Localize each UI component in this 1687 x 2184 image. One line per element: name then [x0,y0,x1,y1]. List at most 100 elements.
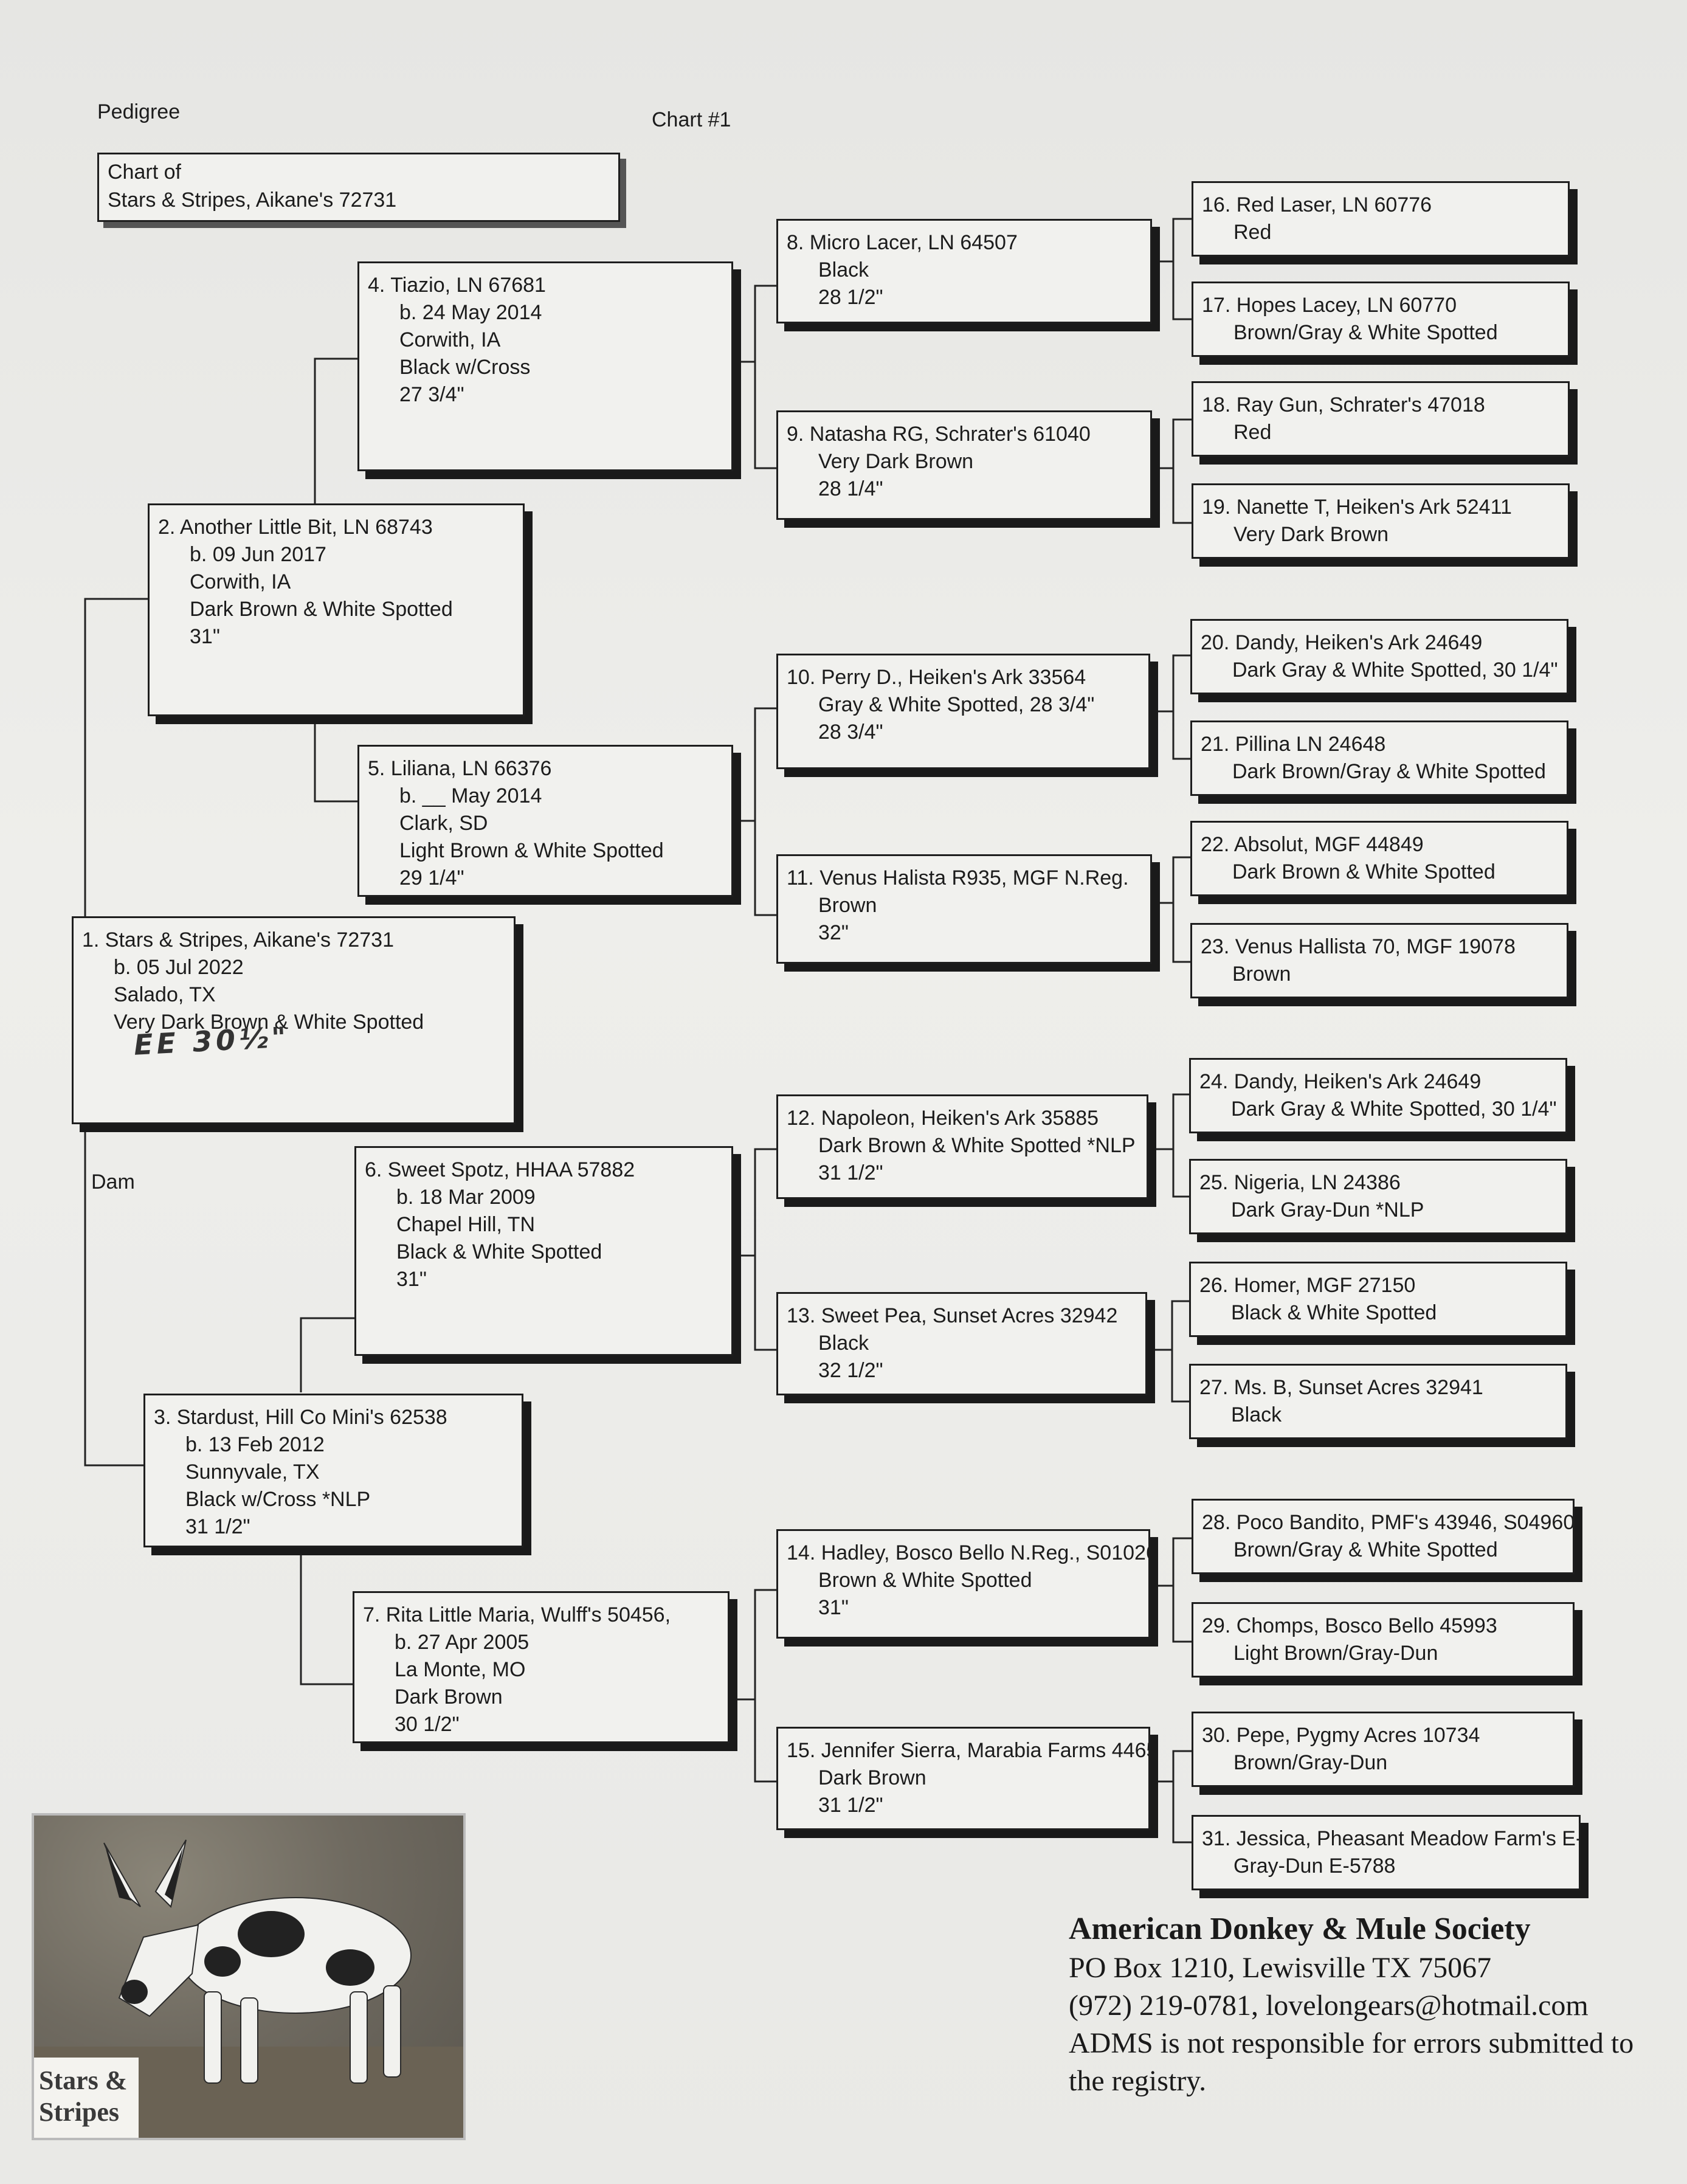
box-29-name: 29. Chomps, Bosco Bello 45993 [1202,1614,1497,1637]
box-3-place: Sunnyvale, TX [185,1460,320,1484]
box-14-color: Brown & White Spotted [818,1569,1032,1592]
box-6-place: Chapel Hill, TN [396,1213,536,1236]
box-8-name: 8. Micro Lacer, LN 64507 [787,231,1018,254]
photo-caption-line-2: Stripes [39,2097,119,2127]
box-13-name: 13. Sweet Pea, Sunset Acres 32942 [787,1304,1118,1327]
box-13: 13. Sweet Pea, Sunset Acres 32942 Black … [776,1292,1147,1395]
box-7-color: Dark Brown [395,1685,503,1709]
box-3-name: 3. Stardust, Hill Co Mini's 62538 [154,1406,447,1429]
box-12: 12. Napoleon, Heiken's Ark 35885 Dark Br… [776,1094,1148,1199]
box-4-name: 4. Tiazio, LN 67681 [368,274,546,297]
box-16: 16. Red Laser, LN 60776 Red [1192,181,1570,257]
society-address: PO Box 1210, Lewisville TX 75067 [1069,1952,1492,1984]
box-31-color: Gray-Dun E-5788 [1233,1854,1396,1878]
box-7-name: 7. Rita Little Maria, Wulff's 50456, [363,1603,671,1626]
chart-of-box: Chart of Stars & Stripes, Aikane's 72731 [97,153,620,222]
box-28: 28. Poco Bandito, PMF's 43946, S049606 B… [1192,1499,1575,1574]
society-disclaimer-2: the registry. [1069,2065,1207,2097]
box-17-name: 17. Hopes Lacey, LN 60770 [1202,294,1457,317]
box-8-height: 28 1/2" [818,286,883,309]
box-14-name: 14. Hadley, Bosco Bello N.Reg., S010263 [787,1541,1150,1564]
society-block: American Donkey & Mule Society PO Box 12… [1069,1909,1634,2100]
box-29-color: Light Brown/Gray-Dun [1233,1642,1438,1665]
box-20-name: 20. Dandy, Heiken's Ark 24649 [1201,631,1483,654]
society-name: American Donkey & Mule Society [1069,1912,1531,1946]
photo-caption-line-1: Stars & [39,2065,128,2095]
box-15-name: 15. Jennifer Sierra, Marabia Farms 44655 [787,1739,1150,1762]
box-15-height: 31 1/2" [818,1794,883,1817]
box-1-name: 1. Stars & Stripes, Aikane's 72731 [82,928,395,952]
box-10-height: 28 3/4" [818,721,883,744]
box-5-name: 5. Liliana, LN 66376 [368,757,552,780]
box-21: 21. Pillina LN 24648 Dark Brown/Gray & W… [1190,721,1568,796]
box-9-height: 28 1/4" [818,477,883,500]
box-27-name: 27. Ms. B, Sunset Acres 32941 [1199,1376,1483,1399]
box-26: 26. Homer, MGF 27150 Black & White Spott… [1189,1262,1567,1337]
box-18: 18. Ray Gun, Schrater's 47018 Red [1192,381,1570,457]
box-28-color: Brown/Gray & White Spotted [1233,1538,1498,1561]
box-14-height: 31" [818,1596,849,1619]
box-23-color: Brown [1232,962,1291,986]
box-2-birth: b. 09 Jun 2017 [190,543,326,566]
box-11: 11. Venus Halista R935, MGF N.Reg. Brown… [776,854,1152,964]
box-4-color: Black w/Cross [399,356,531,379]
box-27: 27. Ms. B, Sunset Acres 32941 Black [1189,1364,1567,1439]
box-31-name: 31. Jessica, Pheasant Meadow Farm's E- [1202,1827,1581,1850]
box-14: 14. Hadley, Bosco Bello N.Reg., S010263 … [776,1529,1150,1639]
box-7-place: La Monte, MO [395,1658,526,1681]
box-12-height: 31 1/2" [818,1161,883,1184]
box-7: 7. Rita Little Maria, Wulff's 50456, b. … [353,1591,730,1743]
box-24-name: 24. Dandy, Heiken's Ark 24649 [1199,1070,1482,1093]
box-6-color: Black & White Spotted [396,1240,602,1263]
box-1-subject: 1. Stars & Stripes, Aikane's 72731 b. 05… [72,916,516,1124]
box-4-height: 27 3/4" [399,383,464,406]
box-4: 4. Tiazio, LN 67681 b. 24 May 2014 Corwi… [357,261,733,471]
box-22-color: Dark Brown & White Spotted [1232,860,1496,883]
box-18-color: Red [1233,421,1272,444]
box-30: 30. Pepe, Pygmy Acres 10734 Brown/Gray-D… [1192,1712,1575,1787]
box-3-birth: b. 13 Feb 2012 [185,1433,325,1456]
box-20: 20. Dandy, Heiken's Ark 24649 Dark Gray … [1190,619,1568,694]
box-24: 24. Dandy, Heiken's Ark 24649 Dark Gray … [1189,1058,1567,1133]
box-19: 19. Nanette T, Heiken's Ark 52411 Very D… [1192,483,1570,559]
box-25: 25. Nigeria, LN 24386 Dark Gray-Dun *NLP [1189,1159,1567,1234]
box-5-height: 29 1/4" [399,866,464,890]
box-16-color: Red [1233,221,1272,244]
box-3-height: 31 1/2" [185,1515,250,1538]
header-pedigree: Pedigree [97,100,181,123]
photo-caption: Stars & Stripes [34,2058,139,2138]
box-8-color: Black [818,258,869,282]
box-17: 17. Hopes Lacey, LN 60770 Brown/Gray & W… [1192,282,1570,357]
box-10-name: 10. Perry D., Heiken's Ark 33564 [787,666,1086,689]
box-3-dam: 3. Stardust, Hill Co Mini's 62538 b. 13 … [143,1394,523,1547]
box-6-height: 31" [396,1268,427,1291]
box-25-name: 25. Nigeria, LN 24386 [1199,1171,1401,1194]
box-15: 15. Jennifer Sierra, Marabia Farms 44655… [776,1727,1150,1830]
header-chart-number: Chart #1 [652,108,731,131]
box-24-color: Dark Gray & White Spotted, 30 1/4" [1231,1097,1557,1121]
box-18-name: 18. Ray Gun, Schrater's 47018 [1202,393,1485,416]
box-1-color: Very Dark Brown & White Spotted [114,1011,424,1034]
box-6-name: 6. Sweet Spotz, HHAA 57882 [365,1158,635,1181]
box-28-name: 28. Poco Bandito, PMF's 43946, S049606 [1202,1511,1575,1534]
box-22-name: 22. Absolut, MGF 44849 [1201,833,1424,856]
box-23: 23. Venus Hallista 70, MGF 19078 Brown [1190,923,1568,998]
box-9: 9. Natasha RG, Schrater's 61040 Very Dar… [776,410,1152,520]
box-23-name: 23. Venus Hallista 70, MGF 19078 [1201,935,1516,958]
box-29: 29. Chomps, Bosco Bello 45993 Light Brow… [1192,1602,1575,1678]
box-11-color: Brown [818,894,877,917]
box-13-color: Black [818,1332,869,1355]
society-disclaimer-1: ADMS is not responsible for errors submi… [1069,2027,1634,2059]
box-12-color: Dark Brown & White Spotted *NLP [818,1134,1136,1157]
box-8: 8. Micro Lacer, LN 64507 Black 28 1/2" [776,219,1152,323]
box-5-color: Light Brown & White Spotted [399,839,664,862]
box-11-height: 32" [818,921,849,944]
box-19-name: 19. Nanette T, Heiken's Ark 52411 [1202,496,1512,519]
box-22: 22. Absolut, MGF 44849 Dark Brown & Whit… [1190,821,1568,896]
box-10: 10. Perry D., Heiken's Ark 33564 Gray & … [776,654,1150,769]
box-30-color: Brown/Gray-Dun [1233,1751,1388,1774]
box-19-color: Very Dark Brown [1233,523,1389,546]
box-2-sire: 2. Another Little Bit, LN 68743 b. 09 Ju… [148,503,525,716]
box-25-color: Dark Gray-Dun *NLP [1231,1198,1424,1222]
